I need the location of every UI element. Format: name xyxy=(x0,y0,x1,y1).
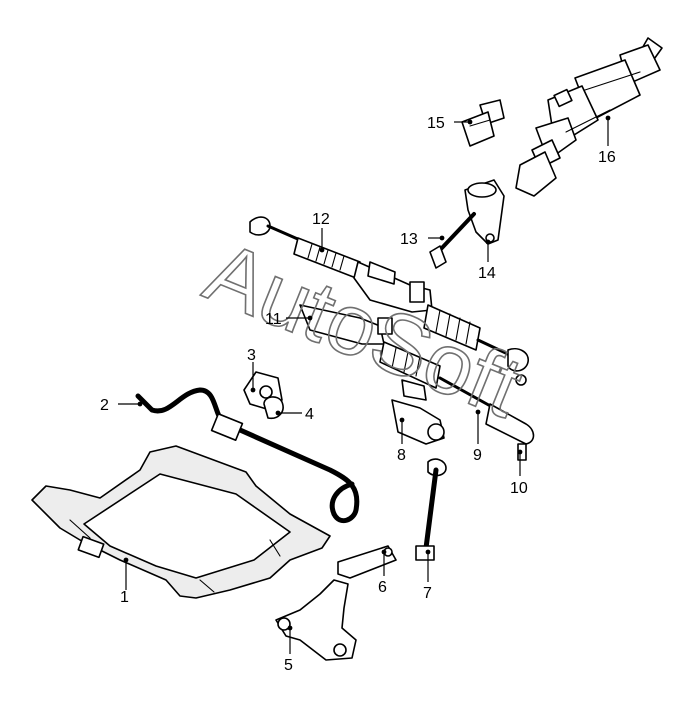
steering-gear-cover xyxy=(464,179,505,245)
callout-10: 10 xyxy=(510,480,528,497)
callout-1: 1 xyxy=(120,589,129,606)
stabilizer-link xyxy=(415,458,447,561)
steering-column xyxy=(515,37,663,197)
pinion-shaft xyxy=(429,212,476,269)
callout-3: 3 xyxy=(247,347,256,364)
rack-mount-bushing xyxy=(391,379,445,445)
callout-2: 2 xyxy=(100,397,109,414)
callout-14: 14 xyxy=(478,265,496,282)
callout-12: 12 xyxy=(312,211,330,228)
steering-rack-lower xyxy=(299,304,535,461)
lower-arm-bracket xyxy=(337,545,397,579)
callout-11: 11 xyxy=(265,311,282,328)
stabilizer-bushing xyxy=(263,396,284,420)
callout-7: 7 xyxy=(423,585,432,602)
callout-4: 4 xyxy=(305,406,314,423)
callout-6: 6 xyxy=(378,579,387,596)
stabilizer-bar xyxy=(135,387,360,524)
front-subframe xyxy=(31,445,331,599)
callout-15: 15 xyxy=(427,115,445,132)
callout-16: 16 xyxy=(598,149,616,166)
callout-9: 9 xyxy=(473,447,482,464)
callout-8: 8 xyxy=(397,447,406,464)
leader-dots xyxy=(123,115,611,631)
callout-13: 13 xyxy=(400,231,418,248)
lower-control-arm xyxy=(275,579,357,661)
steering-rack-assembly xyxy=(249,216,529,386)
intermediate-shaft-joint xyxy=(461,99,505,147)
callout-5: 5 xyxy=(284,657,293,674)
watermark: AutoSoft xyxy=(193,224,535,437)
